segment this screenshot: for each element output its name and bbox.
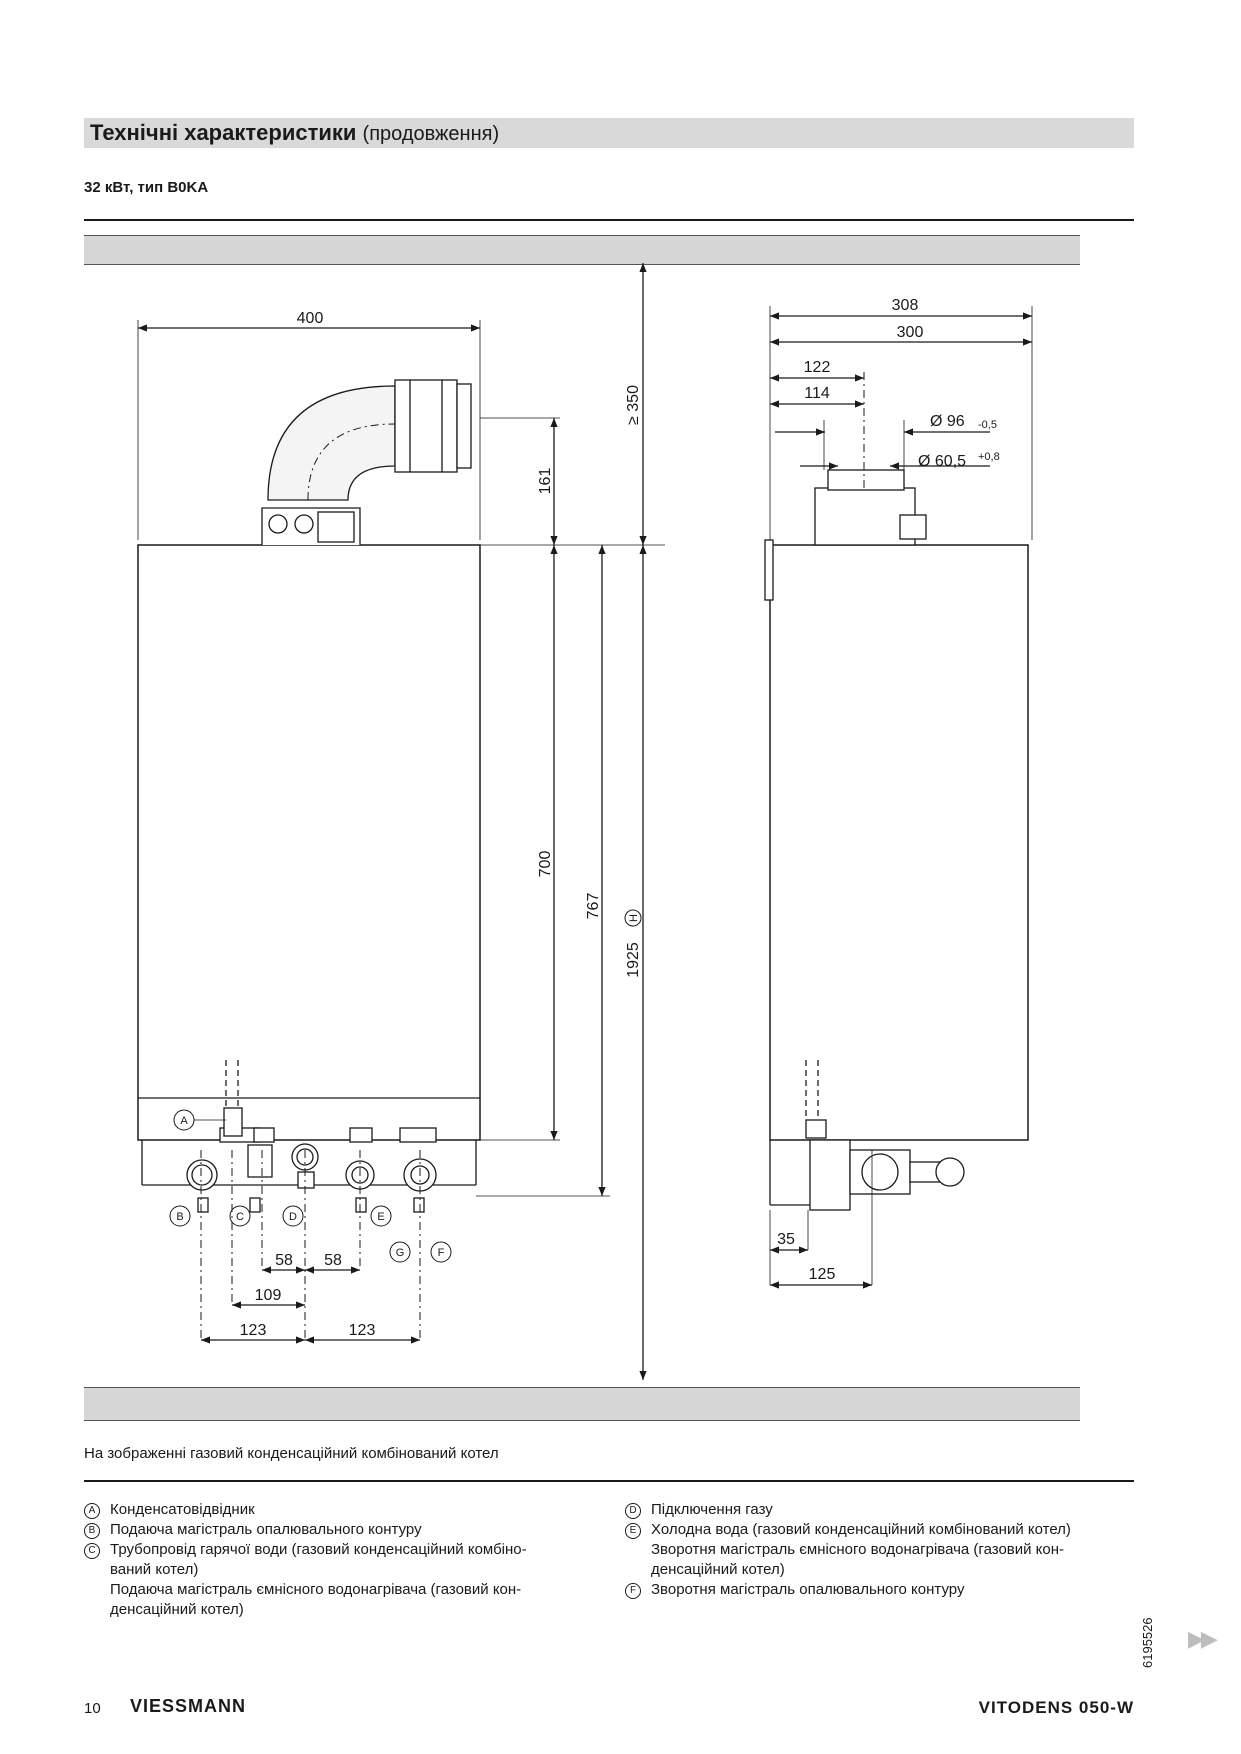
dim-123-right: 123: [349, 1322, 376, 1339]
title-bar: [84, 118, 1134, 148]
label-d: D: [289, 1211, 297, 1223]
legend-right: D Підключення газу E Холодна вода (газов…: [625, 1500, 1155, 1600]
dim-outer-pipe-tol: -0,5: [978, 419, 997, 431]
legend-mark: E: [625, 1523, 641, 1539]
legend-mark: B: [84, 1523, 100, 1539]
dim-width: 400: [297, 310, 324, 327]
legend-text: Підключення газу: [651, 1501, 773, 1518]
label-f: F: [438, 1247, 445, 1259]
brand-logo: VIESSMANN: [130, 1696, 247, 1716]
legend-item-e: E Холодна вода (газовий конденсаційний к…: [625, 1520, 1155, 1540]
dim-inner-pipe: Ø 60,5: [918, 453, 966, 470]
legend-text: Конденсатовідвідник: [110, 1501, 255, 1518]
legend-text: Подаюча магістраль опалювального контуру: [110, 1521, 422, 1538]
legend-mark: F: [625, 1583, 641, 1599]
legend-text: Зворотня магістраль опалювального контур…: [651, 1581, 965, 1598]
dim-install-height: 1925: [625, 942, 642, 978]
label-b: B: [176, 1211, 183, 1223]
side-view-boiler: [764, 372, 1029, 1285]
legend-text-cont: денсаційний котел): [110, 1601, 244, 1618]
double-arrow-right-icon[interactable]: ▶▶: [1188, 1626, 1218, 1651]
label-g: G: [396, 1247, 405, 1259]
drawing-caption: На зображенні газовий конденсаційний ком…: [84, 1445, 499, 1462]
document-number: 6195526: [1140, 1617, 1155, 1668]
drawing-top-band: [84, 235, 1080, 265]
dim-109: 109: [255, 1287, 282, 1304]
dim-flue-offset: 122: [804, 359, 831, 376]
dim-depth-case: 300: [897, 324, 924, 341]
front-view-boiler: [137, 379, 481, 1340]
legend-text-cont: ваний котел): [110, 1561, 199, 1578]
top-rule: [84, 219, 1134, 221]
legend-text-cont: Подаюча магістраль ємнісного водонагріва…: [110, 1581, 522, 1598]
legend-mark: C: [84, 1543, 100, 1559]
dim-flue-offset-inner: 114: [804, 385, 830, 402]
label-c: C: [236, 1211, 244, 1223]
model-subtitle: 32 кВт, тип B0KA: [84, 179, 209, 196]
dim-total-height: 767: [585, 893, 602, 920]
legend-item-f: F Зворотня магістраль опалювального конт…: [625, 1580, 1155, 1600]
legend-text: Холодна вода (газовий конденсаційний ком…: [651, 1521, 1071, 1538]
legend-mark: D: [625, 1503, 641, 1519]
caption-rule: [84, 1480, 1134, 1482]
legend-item-b: B Подаюча магістраль опалювального конту…: [84, 1520, 614, 1540]
dim-case-height: 700: [537, 851, 554, 878]
label-a: A: [180, 1115, 188, 1127]
legend-text: Трубопровід гарячої води (газовий конден…: [110, 1541, 527, 1558]
legend-left: A Конденсатовідвідник B Подаюча магістра…: [84, 1500, 614, 1620]
legend-item-a: A Конденсатовідвідник: [84, 1500, 614, 1520]
legend-mark: A: [84, 1503, 100, 1519]
product-name: VITODENS 050-W: [978, 1698, 1134, 1717]
page-number: 10: [84, 1700, 101, 1717]
dim-min-clearance: ≥ 350: [625, 385, 642, 425]
legend-text-cont: Зворотня магістраль ємнісного водонагрів…: [651, 1541, 1065, 1558]
legend-text-cont: денсаційний котел): [651, 1561, 785, 1578]
label-e: E: [377, 1211, 384, 1223]
dim-depth-total: 308: [892, 297, 919, 314]
legend-item-c: C Трубопровід гарячої води (газовий конд…: [84, 1540, 614, 1560]
title-text: Технічні характеристики: [90, 120, 357, 145]
dim-123-left: 123: [240, 1322, 267, 1339]
title-suffix: (продовження): [362, 123, 500, 145]
dim-58-left: 58: [275, 1252, 293, 1269]
dim-58-right: 58: [324, 1252, 342, 1269]
marker-h: H: [628, 914, 640, 922]
dim-bottom-125: 125: [809, 1266, 836, 1283]
dim-outer-pipe: Ø 96: [930, 413, 965, 430]
dim-bottom-35: 35: [777, 1231, 795, 1248]
legend-item-d: D Підключення газу: [625, 1500, 1155, 1520]
dim-flue-height: 161: [537, 468, 554, 495]
page-title: Технічні характеристики (продовження): [90, 120, 499, 146]
drawing-bottom-band: [84, 1387, 1080, 1421]
dim-inner-pipe-tol: +0,8: [978, 451, 1000, 463]
